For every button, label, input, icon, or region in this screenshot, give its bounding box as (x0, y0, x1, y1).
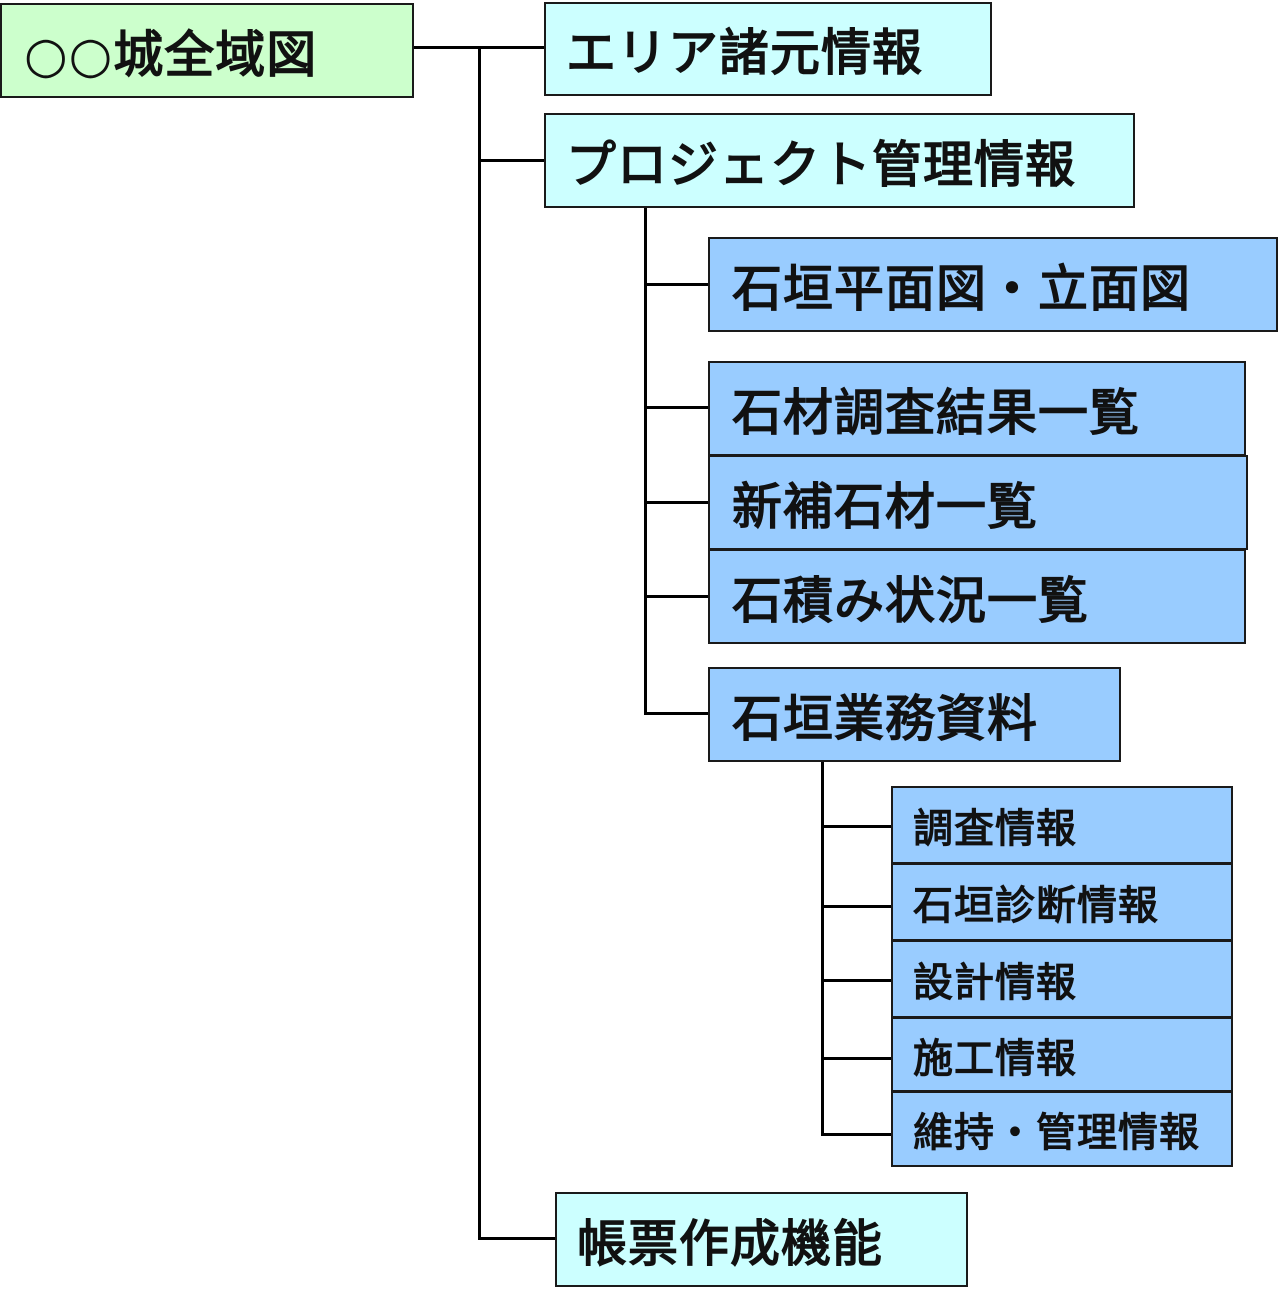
node-business-docs-label: 石垣業務資料 (732, 689, 1038, 748)
connector-to-design-info (821, 979, 891, 982)
node-maintenance-info: 維持・管理情報 (891, 1091, 1233, 1167)
connector-to-area-info (478, 46, 544, 49)
node-new-stone-list: 新補石材一覧 (708, 455, 1248, 550)
node-masonry-status-list: 石積み状況一覧 (708, 549, 1246, 644)
node-diagnosis-info-label: 石垣診断情報 (913, 883, 1159, 929)
node-castle-overview: ○○城全域図 (0, 3, 414, 98)
node-stone-survey-list: 石材調査結果一覧 (708, 361, 1246, 456)
connector-project-trunk (644, 207, 647, 715)
connector-to-maintenance-info (821, 1133, 891, 1136)
connector-to-business-docs (644, 712, 708, 715)
connector-root-horizontal (414, 46, 480, 49)
node-survey-info: 調査情報 (891, 786, 1233, 864)
node-castle-overview-label: ○○城全域図 (24, 25, 318, 84)
node-plan-elevation: 石垣平面図・立面図 (708, 237, 1278, 332)
node-project-info-label: プロジェクト管理情報 (566, 135, 1076, 194)
node-construction-info: 施工情報 (891, 1017, 1233, 1092)
node-area-info-label: エリア諸元情報 (566, 24, 923, 82)
node-design-info: 設計情報 (891, 940, 1233, 1018)
connector-to-new-stone (644, 501, 708, 504)
node-project-info: プロジェクト管理情報 (544, 113, 1135, 208)
connector-to-stone-survey (644, 406, 708, 409)
connector-main-trunk (478, 46, 481, 1240)
node-survey-info-label: 調査情報 (913, 806, 1077, 852)
connector-business-trunk (821, 762, 824, 1136)
connector-to-masonry-status (644, 595, 708, 598)
node-plan-elevation-label: 石垣平面図・立面図 (732, 259, 1191, 318)
node-construction-info-label: 施工情報 (913, 1035, 1077, 1082)
connector-to-plan-elevation (644, 283, 708, 286)
connector-to-survey-info (821, 825, 891, 828)
node-business-docs: 石垣業務資料 (708, 667, 1121, 762)
connector-to-construction-info (821, 1057, 891, 1060)
connector-to-project-info (478, 159, 544, 162)
node-design-info-label: 設計情報 (913, 960, 1077, 1006)
node-masonry-status-list-label: 石積み状況一覧 (732, 571, 1089, 630)
node-area-info: エリア諸元情報 (544, 2, 992, 96)
node-stone-survey-list-label: 石材調査結果一覧 (732, 383, 1140, 442)
connector-to-diagnosis-info (821, 905, 891, 908)
node-maintenance-info-label: 維持・管理情報 (913, 1110, 1200, 1156)
node-report-function: 帳票作成機能 (555, 1192, 968, 1287)
node-report-function-label: 帳票作成機能 (577, 1214, 883, 1273)
node-diagnosis-info: 石垣診断情報 (891, 863, 1233, 941)
connector-to-report-function (478, 1237, 555, 1240)
node-new-stone-list-label: 新補石材一覧 (732, 477, 1038, 536)
